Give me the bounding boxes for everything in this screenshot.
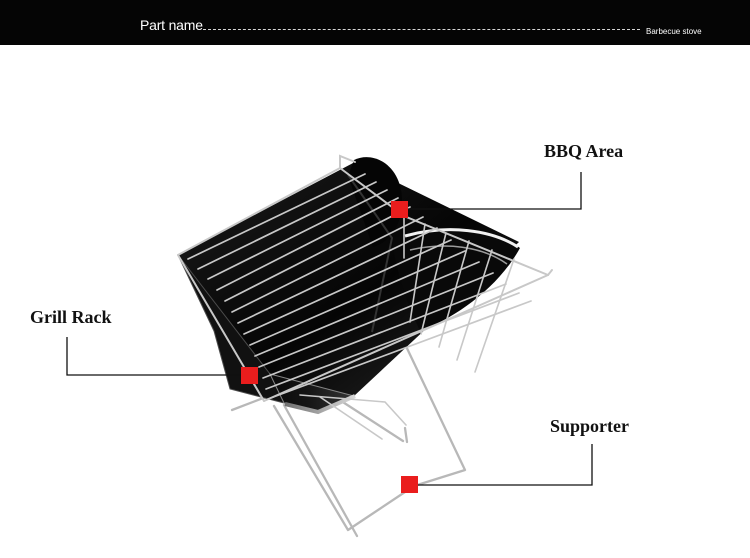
supporter-label: Supporter	[550, 416, 630, 436]
header-bar: Part name Barbecue stove	[0, 0, 750, 45]
callout-lines	[66, 172, 593, 486]
dashed-leader-line	[203, 29, 640, 30]
part-name-label: Part name	[140, 17, 203, 33]
bbq-area-marker	[391, 201, 408, 218]
grill-rack-label: Grill Rack	[30, 307, 112, 327]
grill-rack	[177, 154, 553, 440]
supporter-marker	[401, 476, 418, 493]
support-frame	[230, 340, 467, 538]
bbq-area-label: BBQ Area	[544, 141, 624, 161]
part-name-value: Barbecue stove	[646, 27, 702, 36]
barbecue-stove-illustration	[66, 154, 593, 538]
grill-rack-marker	[241, 367, 258, 384]
